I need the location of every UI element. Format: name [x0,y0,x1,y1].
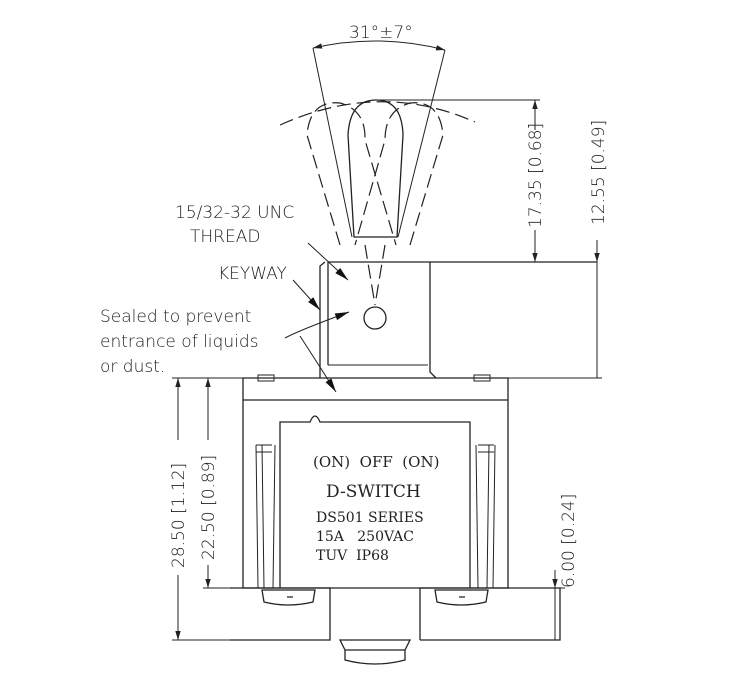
dimension-lever-height: 17.35 [0.68] [376,99,546,262]
bushing-height-dimension: 12.55 [0.49] [589,120,609,225]
series-label: DS501 SERIES [316,510,424,526]
label-panel: (ON) OFF (ON) D-SWITCH DS501 SERIES 15A … [313,453,439,564]
terminal-height-dimension: 6.00 [0.24] [559,494,579,588]
thread-callout: 15/32-32 UNC THREAD [175,203,349,281]
cert-label: TUV IP68 [316,548,389,564]
rating-label: 15A 250VAC [316,529,414,545]
body-height-dimension: 22.50 [0.89] [199,455,219,560]
toggle-lever [279,99,476,306]
brand-label: D-SWITCH [326,482,421,502]
thread-label-2: THREAD [190,227,260,247]
dimension-terminal: 6.00 [0.24] [552,494,579,640]
sealed-label-1: Sealed to prevent [100,307,251,327]
dimension-overall: 28.50 [1.12] [169,377,243,641]
angle-dimension: 31°±7° [312,23,446,238]
positions-label: (ON) OFF (ON) [313,453,439,471]
keyway-label: KEYWAY [218,264,287,284]
keyway-callout: KEYWAY [218,264,321,311]
dimension-bushing-height: 12.55 [0.49] [436,120,609,379]
switch-body [230,374,561,665]
sealed-label-3: or dust. [100,357,165,377]
bushing [319,261,597,379]
dimension-body: 22.50 [0.89] [199,378,230,589]
overall-body-dimension: 28.50 [1.12] [169,463,189,568]
lever-height-dimension: 17.35 [0.68] [526,123,546,228]
sealed-label-2: entrance of liquids [100,332,258,352]
angle-label: 31°±7° [349,23,413,43]
sealed-callout: Sealed to prevent entrance of liquids or… [100,307,350,393]
pivot-circle [363,306,387,330]
thread-label: 15/32-32 UNC [175,203,294,223]
